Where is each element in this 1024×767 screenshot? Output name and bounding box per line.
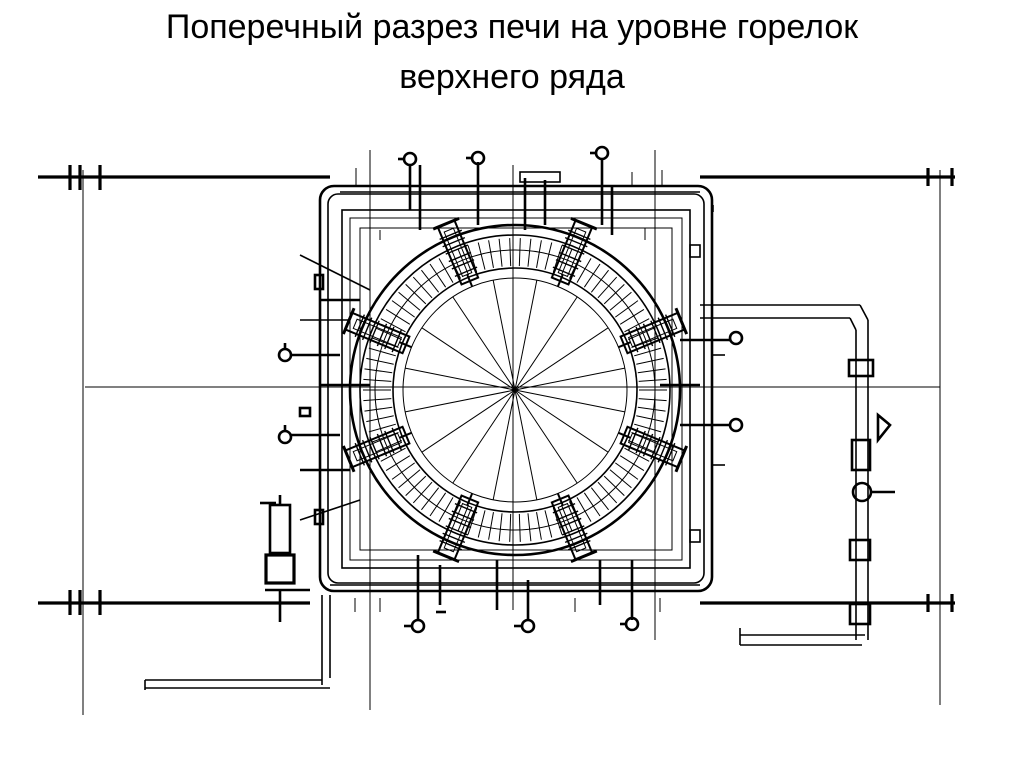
center-ray (514, 327, 609, 391)
frame-beams (38, 165, 955, 615)
lining-outer-ring (348, 223, 682, 557)
lining-inner-ring (392, 267, 638, 513)
casing-outer (318, 184, 714, 593)
beam-ticks (68, 165, 954, 615)
center-ray (421, 327, 516, 391)
slide-title: Поперечный разрез печи на уровне горелок… (0, 0, 1024, 102)
center-ray (405, 367, 516, 391)
left-piping (277, 254, 371, 526)
burner (432, 493, 480, 564)
center-ray (514, 389, 578, 484)
title-line-1: Поперечный разрез печи на уровне горелок (165, 8, 859, 46)
burner (618, 425, 689, 473)
center-ray (492, 280, 516, 391)
center-ray (514, 280, 538, 391)
firebox-ring (402, 277, 628, 503)
center-ray (514, 389, 538, 500)
lining-hatching (363, 238, 667, 542)
vessel-base (264, 553, 296, 585)
top-piping (340, 145, 700, 240)
center-ray (492, 389, 516, 500)
casing-inner (341, 209, 691, 569)
burner (341, 425, 412, 473)
center-ray (514, 389, 625, 413)
axis-lines (82, 150, 941, 715)
right-piping (660, 205, 895, 646)
burner (432, 216, 480, 287)
center-ray (514, 389, 609, 453)
center-ray (514, 296, 578, 391)
bottom-left-equipment (144, 495, 331, 690)
center-ray (405, 389, 516, 413)
title-line-2: верхнего ряда (399, 58, 625, 96)
burner (550, 493, 598, 564)
center-ray (421, 389, 516, 453)
center-ray (452, 296, 516, 391)
separator-vessel (268, 503, 292, 555)
burner (550, 216, 598, 287)
center-ray (452, 389, 516, 484)
casing-outer-2 (327, 193, 705, 584)
bottom-piping (330, 555, 700, 634)
center-ray (514, 367, 625, 391)
refractory-lining (348, 223, 682, 557)
burner (618, 307, 689, 355)
center-rays (405, 280, 625, 500)
burners (341, 216, 689, 564)
lining-ring-2 (359, 234, 671, 546)
burner (341, 307, 412, 355)
